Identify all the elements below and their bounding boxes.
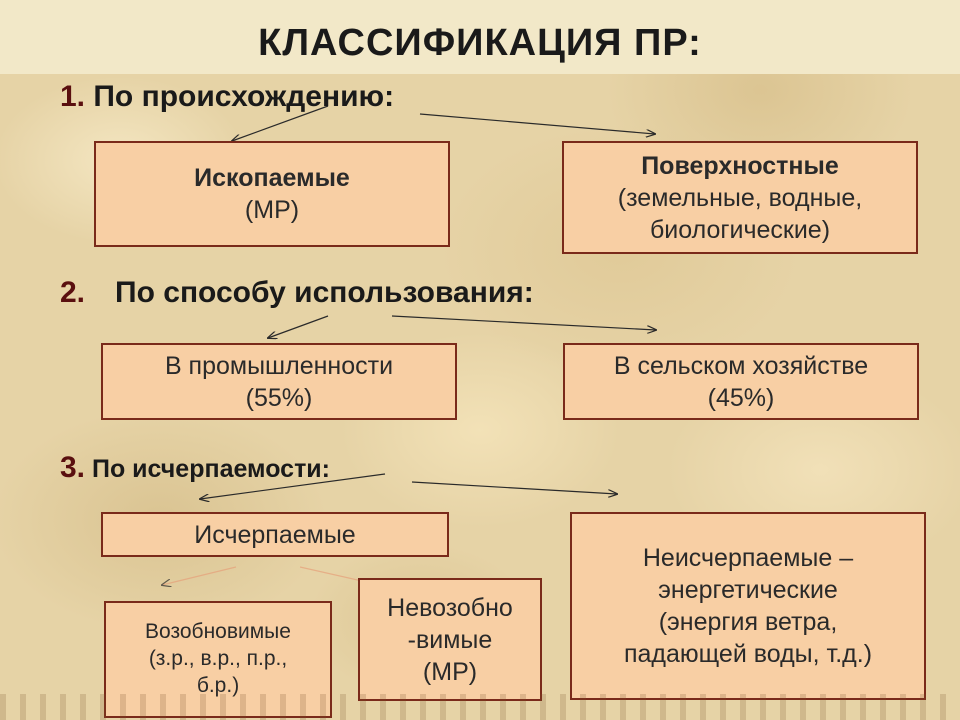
arrow-exhaustible-left — [162, 566, 237, 585]
box-inexhaustible-line4: падающей воды, т.д.) — [623, 640, 873, 668]
heading-by-exhaustibility: 3. По исчерпаемости: — [60, 451, 330, 485]
heading-number: 3. — [60, 451, 86, 484]
box-exhaustible-title: Исчерпаемые — [194, 520, 356, 549]
box-surface: Поверхностные (земельные, водные, биолог… — [562, 141, 918, 254]
box-renewable-line2: (з.р., в.р., п.р., — [148, 647, 288, 671]
slide-title: КЛАССИФИКАЦИЯ ПР: — [258, 22, 702, 64]
box-fossil: Ископаемые (МР) — [94, 141, 450, 247]
heading-label: По исчерпаемости: — [85, 455, 331, 483]
box-exhaustible: Исчерпаемые — [101, 512, 449, 557]
arrow-s2-left — [268, 315, 329, 338]
arrow-s2-right — [391, 315, 656, 330]
box-renewable-line3: б.р.) — [196, 673, 240, 697]
heading-by-origin: 1. По происхождению: — [60, 80, 394, 114]
box-nonrenewable-line3: (МР) — [422, 657, 478, 686]
box-agriculture-title: В сельском хозяйстве — [613, 351, 869, 380]
arrow-s3-right — [411, 481, 617, 494]
box-inexhaustible: Неисчерпаемые – энергетические (энергия … — [570, 512, 926, 700]
box-nonrenewable-line1: Невозобно — [387, 593, 513, 622]
box-inexhaustible-line3: (энергия ветра, — [658, 608, 838, 636]
arrow-s1-right — [419, 113, 655, 134]
box-nonrenewable-line2: -вимые — [407, 625, 493, 654]
box-agriculture-percent: (45%) — [707, 383, 775, 412]
box-industry-title: В промышленности — [164, 351, 394, 380]
box-industry-percent: (55%) — [245, 383, 313, 412]
bottom-ornament — [0, 694, 960, 720]
box-inexhaustible-line1: Неисчерпаемые – — [642, 544, 854, 572]
box-inexhaustible-line2: энергетические — [658, 576, 838, 604]
box-agriculture: В сельском хозяйстве (45%) — [563, 343, 919, 420]
box-surface-line2: (земельные, водные, — [617, 183, 863, 212]
box-nonrenewable: Невозобно -вимые (МР) — [358, 578, 542, 701]
title-bar — [0, 0, 960, 74]
heading-number: 1. — [60, 80, 86, 113]
heading-by-usage: 2. По способу использования: — [60, 276, 534, 310]
box-renewable-title: Возобновимые — [145, 620, 291, 644]
heading-label: По способу использования: — [115, 276, 534, 309]
box-fossil-title: Ископаемые — [194, 164, 350, 192]
box-industry: В промышленности (55%) — [101, 343, 457, 420]
heading-number: 2. — [60, 276, 86, 309]
box-surface-title: Поверхностные — [641, 151, 839, 180]
box-renewable: Возобновимые (з.р., в.р., п.р., б.р.) — [104, 601, 332, 718]
box-fossil-note: (МР) — [244, 196, 300, 224]
heading-label: По происхождению: — [85, 80, 395, 113]
arrow-s1-left — [232, 105, 329, 141]
box-surface-line3: биологические) — [649, 215, 831, 244]
arrow-s3-left — [200, 473, 386, 499]
